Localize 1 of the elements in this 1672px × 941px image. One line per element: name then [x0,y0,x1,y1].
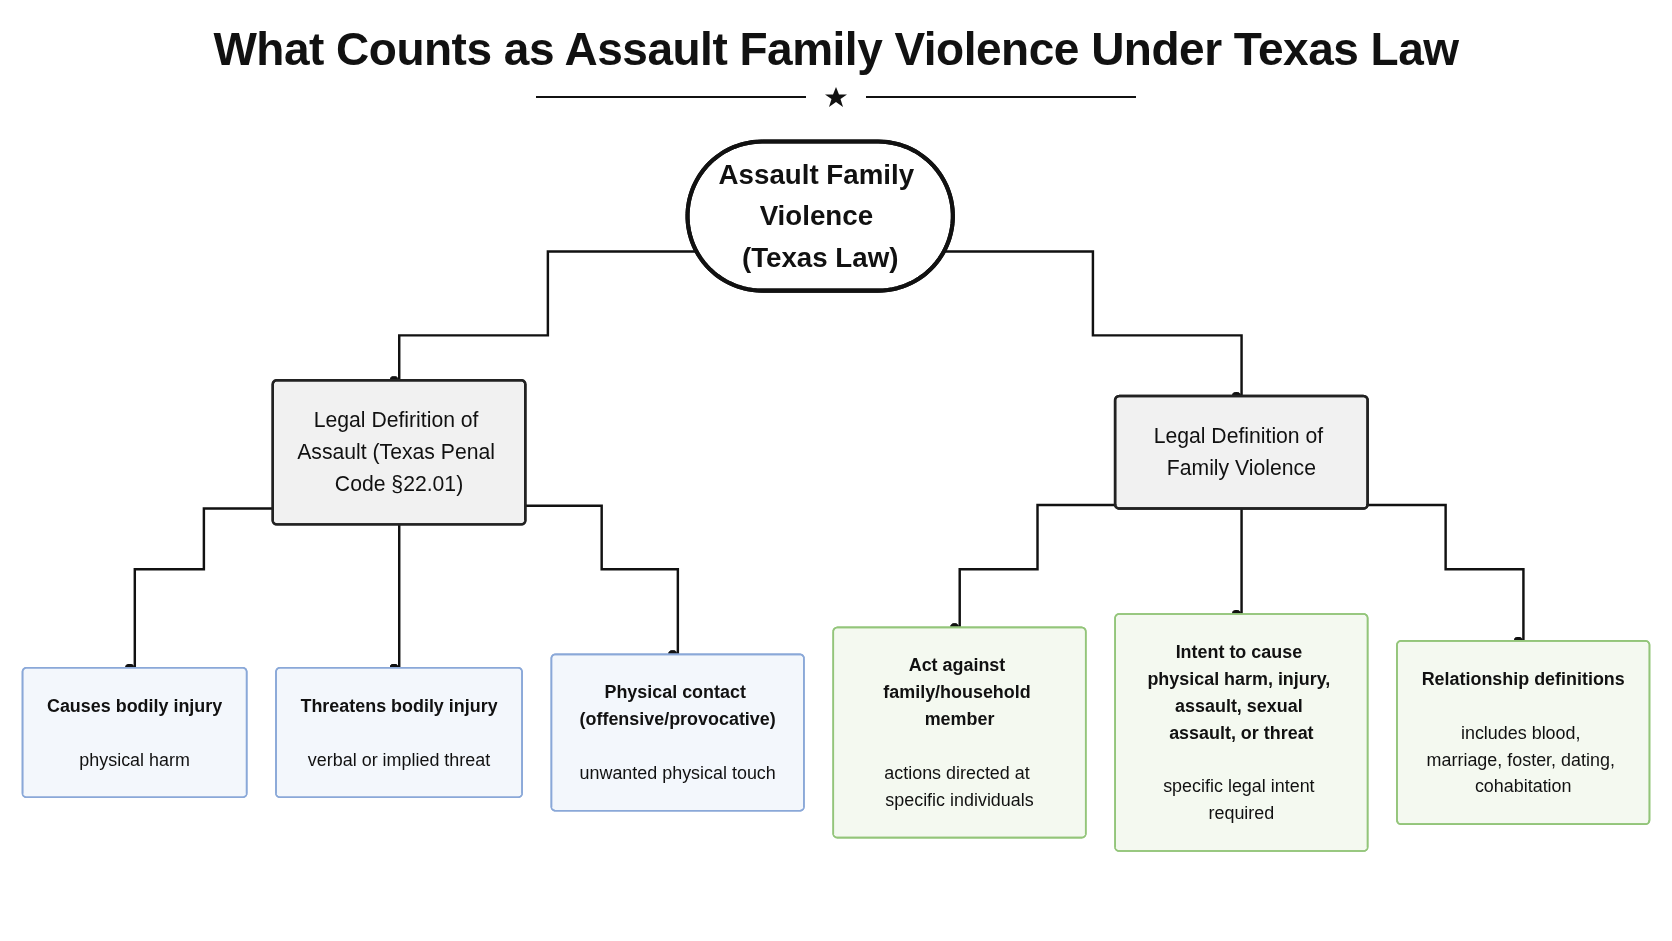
title: What Counts as Assault Family Violence Under Texas Law [213,22,1459,76]
